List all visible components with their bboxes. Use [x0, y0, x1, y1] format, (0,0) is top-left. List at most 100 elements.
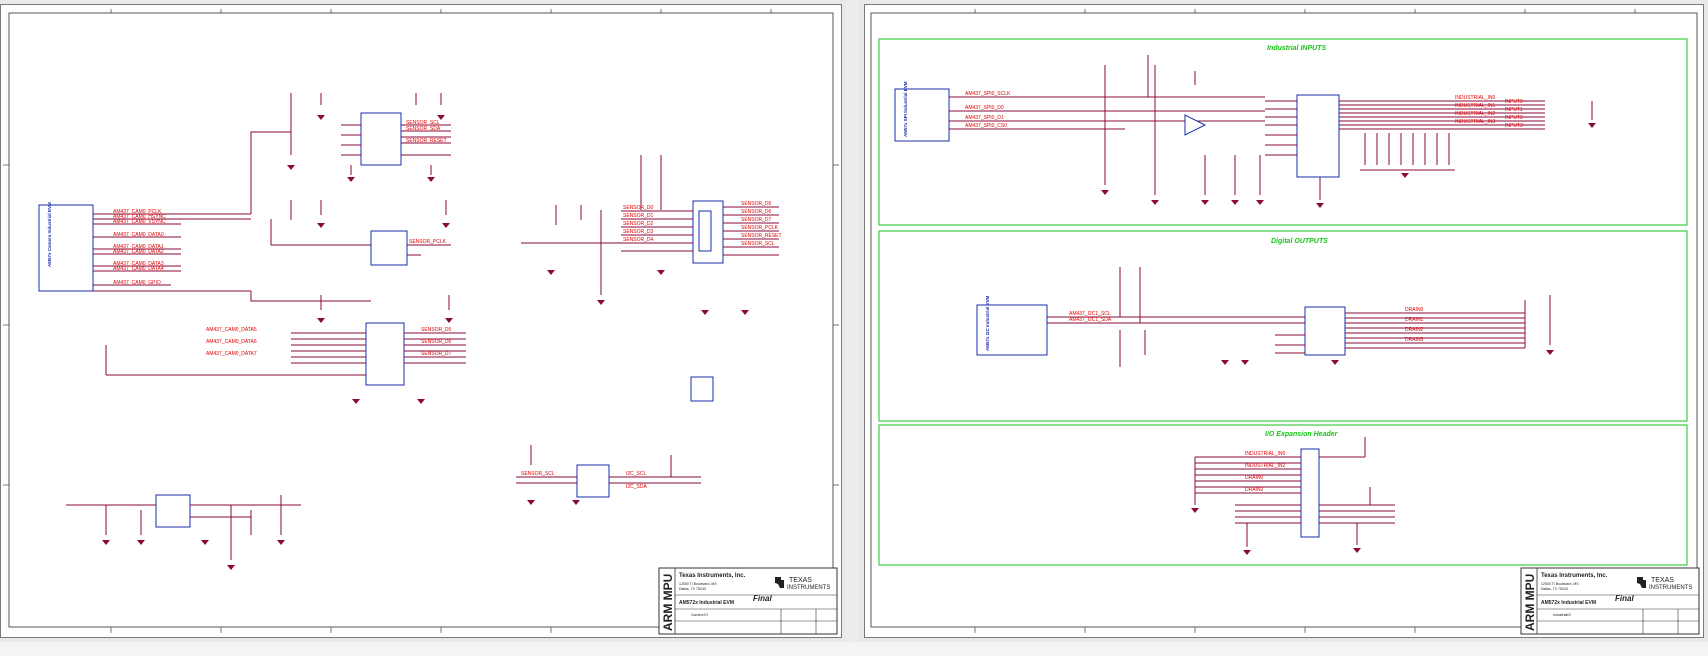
i2c-connector: AM57x I2C Industrial EVM AM437_I2C1_SCLA… — [976, 267, 1305, 367]
title-block-company: Texas Instruments, Inc. — [1541, 573, 1608, 579]
title-block-address-1: 12500 TI Boulevard, MS — [1541, 582, 1579, 586]
svg-text:AM437_CAM0_DATA5: AM437_CAM0_DATA5 — [206, 327, 257, 333]
svg-text:INPUT2: INPUT2 — [1505, 115, 1523, 121]
buffer-ic: AM437_CAM0_DATA5AM437_CAM0_DATA6AM437_CA… — [206, 322, 466, 386]
sheet-divider — [846, 0, 858, 656]
svg-text:AM437_CAM0_DATA0: AM437_CAM0_DATA0 — [113, 232, 164, 238]
svg-text:SENSOR_SDA: SENSOR_SDA — [406, 126, 441, 132]
svg-text:INPUT0: INPUT0 — [1505, 99, 1523, 105]
title-block-design-title: AM572x Industrial EVM — [679, 600, 734, 606]
spi-connector: AM57x SPI Industrial EVM AM437_SPI0_SCLK… — [894, 81, 1265, 142]
svg-text:SENSOR_D3: SENSOR_D3 — [623, 229, 654, 235]
schematic-sheet-camera: AM57x Camera Industrial EVM AM437_CAM0_P… — [0, 4, 842, 638]
svg-text:INDUSTRIAL_IN0: INDUSTRIAL_IN0 — [1245, 451, 1286, 457]
svg-text:I2C_SDA: I2C_SDA — [626, 484, 648, 490]
svg-text:AM437_CAM0_DATA7: AM437_CAM0_DATA7 — [206, 351, 257, 357]
title-block: ARM MPU Texas Instruments, Inc. 12500 TI… — [658, 567, 838, 635]
svg-text:I2C_SCL: I2C_SCL — [626, 471, 647, 477]
title-block-sheet-name: IndustrialIO — [1553, 613, 1571, 617]
title-block-status: Final — [753, 594, 772, 603]
svg-text:SENSOR_D6: SENSOR_D6 — [741, 209, 772, 215]
title-block-address-2: Dallas, TX 75243 — [1541, 587, 1568, 591]
svg-text:SENSOR_PCLK: SENSOR_PCLK — [741, 225, 779, 231]
viewer-bottom-strip — [0, 642, 1708, 656]
i2c-buffer-ic: SENSOR_SCL I2C_SCL I2C_SDA — [516, 445, 701, 498]
title-block-sheet-name: Camera IO — [691, 613, 708, 617]
svg-text:INDUSTRIAL_IN0: INDUSTRIAL_IN0 — [1455, 95, 1496, 101]
svg-text:INPUT1: INPUT1 — [1505, 107, 1523, 113]
ti-logo-line2: INSTRUMENTS — [1649, 585, 1692, 591]
comparator-symbol — [1184, 114, 1207, 136]
svg-text:SENSOR_D1: SENSOR_D1 — [623, 213, 654, 219]
title-block: ARM MPU Texas Instruments, Inc. 12500 TI… — [1520, 567, 1700, 635]
input-serializer-ic: INDUSTRIAL_IN0INDUSTRIAL_IN1INDUSTRIAL_I… — [1104, 65, 1545, 200]
svg-text:SENSOR_D7: SENSOR_D7 — [741, 217, 772, 223]
svg-text:SENSOR_D6: SENSOR_D6 — [421, 339, 452, 345]
svg-text:AM437_I2C1_SCL: AM437_I2C1_SCL — [1069, 311, 1111, 317]
section-title-industrial-inputs: Industrial INPUTS — [1267, 45, 1326, 52]
svg-text:SENSOR_SCL: SENSOR_SCL — [406, 120, 440, 126]
svg-text:AM437_CAM0_DATA1: AM437_CAM0_DATA1 — [113, 244, 164, 250]
svg-text:SENSOR_D5: SENSOR_D5 — [421, 327, 452, 333]
svg-text:AM437_SPI0_SCLK: AM437_SPI0_SCLK — [965, 91, 1011, 97]
svg-text:DRAIN2: DRAIN2 — [1405, 327, 1424, 333]
svg-text:SENSOR_RESET: SENSOR_RESET — [741, 233, 782, 239]
regulator-ic — [66, 494, 301, 560]
spi-connector-title: AM57x SPI Industrial EVM — [903, 81, 908, 137]
schematic-sheet-industrial-io: Industrial INPUTS Digital OUTPUTS I/O Ex… — [864, 4, 1704, 638]
svg-text:INPUT3: INPUT3 — [1505, 123, 1523, 129]
svg-text:INDUSTRIAL_IN2: INDUSTRIAL_IN2 — [1455, 111, 1496, 117]
svg-text:SENSOR_D7: SENSOR_D7 — [421, 351, 452, 357]
svg-text:AM437_SPI0_D0: AM437_SPI0_D0 — [965, 105, 1004, 111]
section-industrial-inputs — [878, 38, 1688, 226]
svg-text:DRAIN0: DRAIN0 — [1405, 307, 1424, 313]
svg-text:INDUSTRIAL_IN2: INDUSTRIAL_IN2 — [1245, 463, 1286, 469]
svg-text:SENSOR_PCLK: SENSOR_PCLK — [409, 239, 447, 245]
svg-text:AM437_SPI0_D1: AM437_SPI0_D1 — [965, 115, 1004, 121]
svg-text:AM437_CAM0_DATA2: AM437_CAM0_DATA2 — [113, 249, 164, 255]
svg-text:DRAIN3: DRAIN3 — [1405, 337, 1424, 343]
svg-text:AM437_CAM0_VSYNC: AM437_CAM0_VSYNC — [113, 219, 166, 225]
sensor-connector: SENSOR_D0SENSOR_D1SENSOR_D2SENSOR_D3SENS… — [521, 155, 782, 295]
svg-text:SENSOR_SCL: SENSOR_SCL — [521, 471, 555, 477]
ti-logo: TEXAS INSTRUMENTS — [775, 577, 830, 591]
camera-connector-title: AM57x Camera Industrial EVM — [47, 202, 52, 267]
section-title-digital-outputs: Digital OUTPUTS — [1271, 238, 1328, 245]
section-title-io-expansion: I/O Expansion Header — [1265, 431, 1339, 438]
svg-text:AM437_CAM0_GPIO: AM437_CAM0_GPIO — [113, 280, 161, 286]
svg-text:INDUSTRIAL_IN1: INDUSTRIAL_IN1 — [1455, 103, 1496, 109]
svg-text:SENSOR_RESET: SENSOR_RESET — [406, 138, 447, 144]
svg-text:AM437_I2C1_SDA: AM437_I2C1_SDA — [1069, 317, 1112, 323]
svg-text:DRAIN1: DRAIN1 — [1405, 317, 1424, 323]
svg-text:AM437_CAM0_DATA4: AM437_CAM0_DATA4 — [113, 266, 164, 272]
svg-text:SENSOR_D4: SENSOR_D4 — [623, 237, 654, 243]
title-block-company: Texas Instruments, Inc. — [679, 573, 746, 579]
fiducial-marker — [690, 376, 714, 402]
svg-text:AM437_CAM0_DATA3: AM437_CAM0_DATA3 — [113, 261, 164, 267]
section-digital-outputs — [878, 230, 1688, 422]
ti-logo-line2: INSTRUMENTS — [787, 585, 830, 591]
ti-logo-line1: TEXAS — [789, 577, 812, 584]
title-block-address-2: Dallas, TX 75243 — [679, 587, 706, 591]
ti-logo-line1: TEXAS — [1651, 577, 1674, 584]
title-block-design-title: AM572x Industrial EVM — [1541, 600, 1596, 606]
svg-text:DRAIN0: DRAIN0 — [1245, 475, 1264, 481]
svg-text:AM437_CAM0_HSYNC: AM437_CAM0_HSYNC — [113, 214, 166, 220]
svg-text:SENSOR_D2: SENSOR_D2 — [623, 221, 654, 227]
title-block-status: Final — [1615, 594, 1634, 603]
svg-text:DRAIN2: DRAIN2 — [1245, 487, 1264, 493]
title-block-vertical-label: ARM MPU — [1523, 574, 1537, 631]
svg-text:INDUSTRIAL_IN3: INDUSTRIAL_IN3 — [1455, 119, 1496, 125]
level-shifter-ic-2: SENSOR_PCLK — [370, 230, 451, 266]
svg-text:SENSOR_SCL: SENSOR_SCL — [741, 241, 775, 247]
i2c-connector-title: AM57x I2C Industrial EVM — [985, 295, 990, 351]
section-io-expansion-header — [878, 424, 1688, 566]
ti-logo: TEXAS INSTRUMENTS — [1637, 577, 1692, 591]
camera-connector: AM57x Camera Industrial EVM AM437_CAM0_P… — [38, 202, 251, 292]
svg-text:AM437_CAM0_PCLK: AM437_CAM0_PCLK — [113, 209, 162, 215]
svg-text:AM437_SPI0_CS0: AM437_SPI0_CS0 — [965, 123, 1007, 129]
title-block-vertical-label: ARM MPU — [661, 574, 675, 631]
